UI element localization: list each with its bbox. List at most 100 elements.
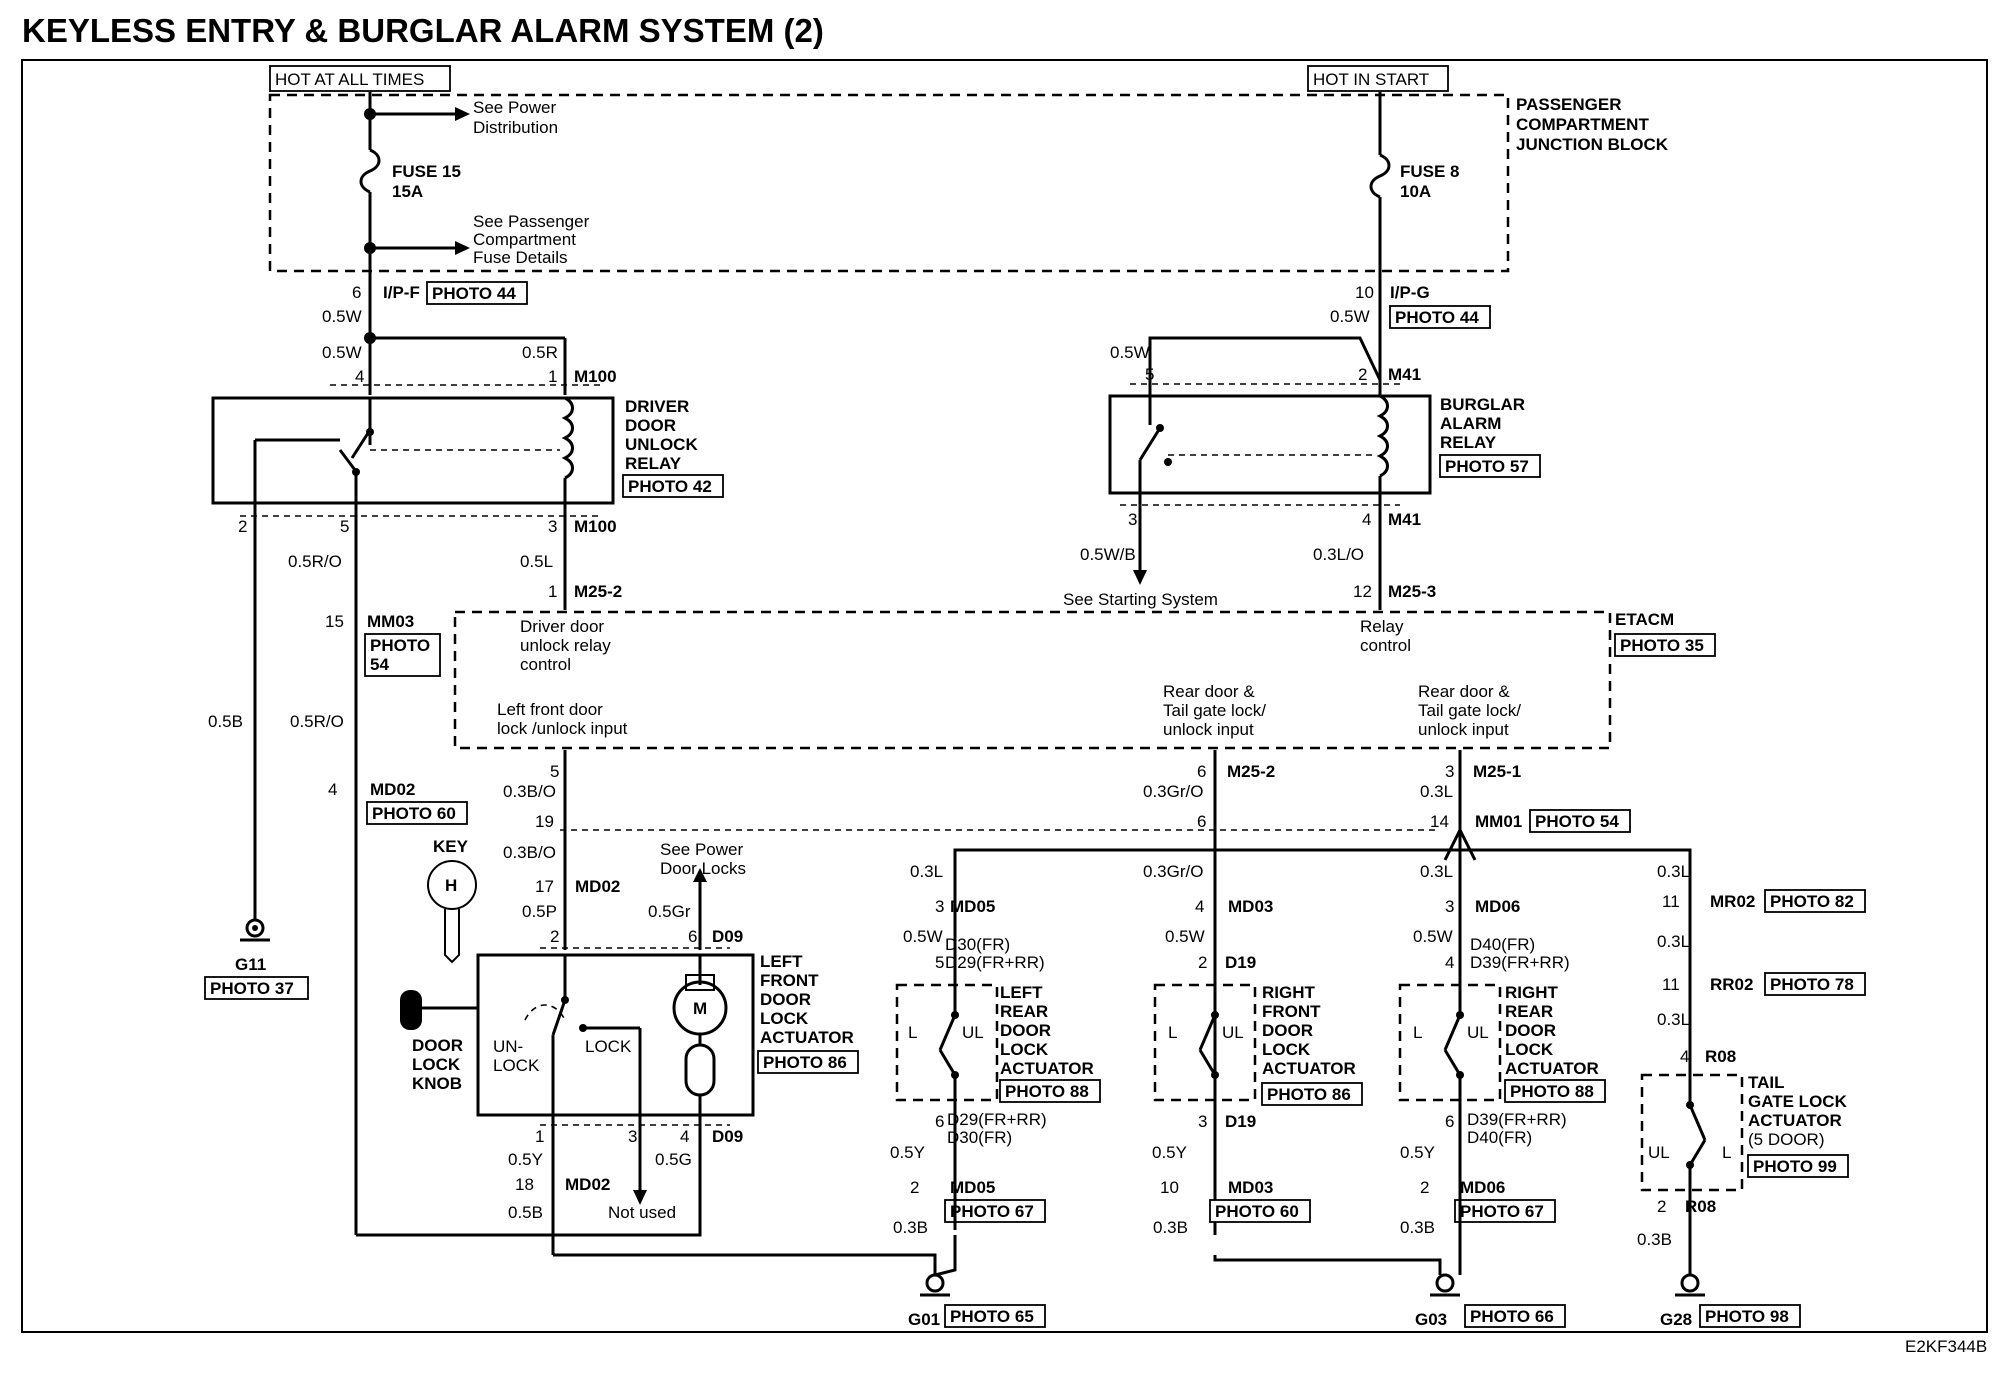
connector-label: M25-1 bbox=[1473, 762, 1521, 781]
connector-label: M41 bbox=[1388, 365, 1421, 384]
connector-label: RR02 bbox=[1710, 975, 1753, 994]
wire-label: 0.3L bbox=[1657, 1010, 1690, 1029]
door-lock-knob-label-3: KNOB bbox=[412, 1074, 462, 1093]
unlock-label-2: LOCK bbox=[493, 1056, 540, 1075]
actuator-label-1: LEFT bbox=[1000, 983, 1043, 1002]
wire-label: 0.5Gr bbox=[648, 902, 691, 921]
driver-door-unlock-relay bbox=[211, 396, 615, 505]
wire-label: 0.5R bbox=[522, 343, 558, 362]
pin-label: 4 bbox=[1195, 897, 1204, 916]
photo-label: PHOTO 82 bbox=[1770, 892, 1854, 911]
actuator-label-1: RIGHT bbox=[1505, 983, 1559, 1002]
fuse-15-label: FUSE 15 bbox=[392, 162, 461, 181]
switch-label-l: L bbox=[1722, 1143, 1731, 1162]
see-starting-label: See Starting System bbox=[1063, 590, 1218, 609]
pin-label: 3 bbox=[1445, 897, 1454, 916]
right-rear-door-lock-actuator bbox=[1398, 983, 1502, 1102]
photo-44-box-left bbox=[426, 281, 528, 305]
photo-60-box-2 bbox=[1209, 1199, 1311, 1223]
wire-label: 0.5Y bbox=[1400, 1143, 1435, 1162]
pin-label: 1 bbox=[535, 1127, 544, 1146]
relay-coil-icon bbox=[561, 396, 574, 480]
arrow-right-icon bbox=[455, 107, 470, 121]
junction-block-outline bbox=[268, 93, 1510, 273]
pin-label: 2 bbox=[1358, 365, 1367, 384]
wire-label: 0.5W/B bbox=[1080, 545, 1136, 564]
connector-label: MD05 bbox=[950, 1178, 995, 1197]
unlock-label-1: UN- bbox=[493, 1037, 523, 1056]
actuator-label-5: ACTUATOR bbox=[1000, 1059, 1094, 1078]
wire-label: 0.3L bbox=[1657, 862, 1690, 881]
left-rear-door-lock-actuator bbox=[895, 983, 999, 1102]
photo-86-box-left bbox=[757, 1050, 859, 1074]
pin-label: 4 bbox=[1362, 510, 1371, 529]
photo-label: PHOTO 35 bbox=[1620, 636, 1704, 655]
actuator-label-4: (5 DOOR) bbox=[1748, 1130, 1825, 1149]
pin-label: 3 bbox=[1445, 762, 1454, 781]
actuator-label-1: TAIL bbox=[1748, 1073, 1785, 1092]
pin-label: 19 bbox=[535, 812, 554, 831]
connector-label: D39(FR+RR) bbox=[1470, 953, 1570, 972]
actuator-label-5: ACTUATOR bbox=[760, 1028, 854, 1047]
key-glyph: H bbox=[445, 876, 457, 895]
wire-label: 0.3L bbox=[910, 862, 943, 881]
connector-label: MD05 bbox=[950, 897, 995, 916]
pin-label: 1 bbox=[548, 582, 557, 601]
pin-label: 2 bbox=[910, 1178, 919, 1197]
actuator-label-1: LEFT bbox=[760, 952, 803, 971]
connector-label: M41 bbox=[1388, 510, 1421, 529]
photo-label: PHOTO 78 bbox=[1770, 975, 1854, 994]
junction-block-label-1: PASSENGER bbox=[1516, 95, 1622, 114]
arrow-down-icon bbox=[633, 1190, 647, 1205]
actuator-label-3: DOOR bbox=[1000, 1021, 1051, 1040]
pin-label: 6 bbox=[1445, 1112, 1454, 1131]
pin-label: 2 bbox=[550, 927, 559, 946]
fuse-8-label: FUSE 8 bbox=[1400, 162, 1460, 181]
connector-label: D09 bbox=[712, 1127, 743, 1146]
pin-label: 6 bbox=[935, 1112, 944, 1131]
hot-in-start-box bbox=[1307, 65, 1449, 92]
switch-label-l: L bbox=[1413, 1023, 1422, 1042]
see-power-label-1: See Power bbox=[473, 98, 556, 117]
connector-label: R08 bbox=[1705, 1047, 1736, 1066]
relay-label-4: RELAY bbox=[625, 454, 682, 473]
wire-label: 0.3B bbox=[1153, 1218, 1188, 1237]
actuator-label-2: REAR bbox=[1505, 1002, 1553, 1021]
etacm-text: Left front door bbox=[497, 700, 603, 719]
door-lock-knob-icon bbox=[400, 990, 422, 1030]
arrow-right-icon bbox=[455, 241, 470, 255]
wire-label: 0.5Y bbox=[890, 1143, 925, 1162]
pin-label: 2 bbox=[1420, 1178, 1429, 1197]
ground-label: G01 bbox=[908, 1310, 940, 1329]
relay-label-3: RELAY bbox=[1440, 433, 1497, 452]
connector-label: MD02 bbox=[370, 780, 415, 799]
pin-label: 6 bbox=[352, 283, 361, 302]
wire-label: 0.5P bbox=[522, 902, 557, 921]
wire-label: 0.5W bbox=[1413, 927, 1453, 946]
connector-label: M25-3 bbox=[1388, 582, 1436, 601]
relay-label-2: DOOR bbox=[625, 416, 676, 435]
ground-icon bbox=[1680, 1273, 1700, 1293]
photo-label: PHOTO 60 bbox=[372, 804, 456, 823]
pin-label: 18 bbox=[515, 1175, 534, 1194]
wire-label: 0.5W bbox=[322, 307, 362, 326]
pin-label: 3 bbox=[1128, 510, 1137, 529]
photo-label: PHOTO 86 bbox=[763, 1053, 847, 1072]
actuator-label-4: LOCK bbox=[760, 1009, 809, 1028]
connector-label: D09 bbox=[712, 927, 743, 946]
wire-label: 0.5R/O bbox=[290, 712, 344, 731]
connector-label: I/P-G bbox=[1390, 283, 1430, 302]
photo-label: PHOTO 65 bbox=[950, 1307, 1034, 1326]
photo-86-box-2 bbox=[1261, 1082, 1363, 1106]
switch-label-ul: UL bbox=[1222, 1023, 1244, 1042]
pin-label: 5 bbox=[1145, 365, 1154, 384]
photo-label: PHOTO 67 bbox=[950, 1202, 1034, 1221]
photo-42-box bbox=[622, 474, 724, 498]
photo-44-box-right bbox=[1389, 305, 1491, 329]
wire-label: 0.5R/O bbox=[288, 552, 342, 571]
photo-label: PHOTO 44 bbox=[432, 284, 516, 303]
wire-label: 0.3B bbox=[893, 1218, 928, 1237]
pin-label: 2 bbox=[1198, 953, 1207, 972]
door-lock-knob-label-1: DOOR bbox=[412, 1036, 463, 1055]
